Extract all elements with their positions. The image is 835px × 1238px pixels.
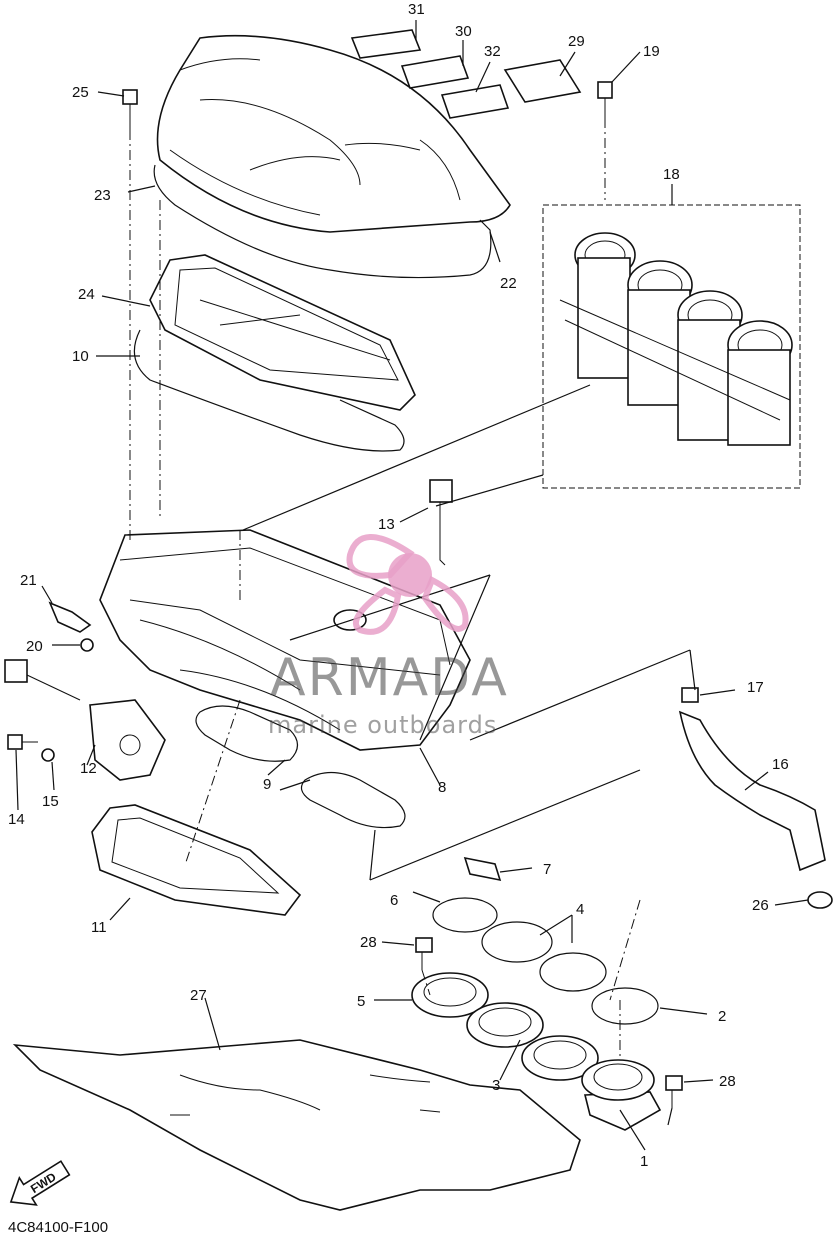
bolt-25 (122, 89, 138, 130)
part-labels: 31 30 32 29 19 25 23 22 18 24 10 13 21 2… (8, 1, 789, 1170)
label-32: 32 (484, 43, 501, 60)
watermark-logo-icon (346, 534, 469, 635)
clip-17 (681, 687, 699, 703)
label-19: 19 (643, 43, 660, 60)
label-8: 8 (438, 779, 446, 796)
servo-motor-12 (4, 659, 166, 781)
clamp-4a (481, 921, 553, 963)
watermark-tagline: marine outboards (268, 711, 497, 739)
heat-shield-27 (12, 1039, 581, 1211)
label-28b: 28 (719, 1073, 736, 1090)
label-27: 27 (190, 987, 207, 1004)
label-16: 16 (772, 756, 789, 773)
clamp-6 (432, 897, 498, 933)
label-1: 1 (640, 1153, 648, 1170)
throttle-bodies (559, 232, 793, 446)
label-14: 14 (8, 811, 25, 828)
label-2: 2 (718, 1008, 726, 1025)
label-7: 7 (543, 861, 551, 878)
clamp-7 (463, 856, 502, 882)
clamp-2 (591, 987, 659, 1025)
label-30: 30 (455, 23, 472, 40)
leader-lines (15, 20, 809, 1151)
drawing-code: 4C84100-F100 (8, 1219, 108, 1236)
label-12: 12 (80, 760, 97, 777)
label-29: 29 (568, 33, 585, 50)
label-10: 10 (72, 348, 89, 365)
bolt-28a (415, 937, 433, 970)
gasket-10 (133, 329, 405, 452)
label-15: 15 (42, 793, 59, 810)
label-31: 31 (408, 1, 425, 18)
label-28a: 28 (360, 934, 377, 951)
label-21: 21 (20, 572, 37, 589)
fwd-arrow-icon: FWD (9, 1160, 71, 1206)
bolt-14 (7, 734, 38, 750)
watermark-brand: ARMADA (270, 648, 509, 708)
bracket-21 (48, 601, 92, 633)
gasket-9b (300, 771, 406, 829)
label-13: 13 (378, 516, 395, 533)
clamp-4b (539, 952, 607, 992)
seal-11 (91, 804, 302, 916)
sensor-13 (429, 479, 453, 566)
intake-joints (411, 972, 662, 1131)
label-24: 24 (78, 286, 95, 303)
washer-15 (41, 748, 55, 762)
label-11: 11 (91, 919, 107, 936)
air-filter-element (149, 254, 416, 411)
hose-16 (678, 710, 826, 872)
label-22: 22 (500, 275, 517, 292)
label-4: 4 (576, 901, 584, 918)
label-6: 6 (390, 892, 398, 909)
label-18: 18 (663, 166, 680, 183)
label-26: 26 (752, 897, 769, 914)
nut-20 (80, 638, 94, 652)
gasket-23 (153, 164, 492, 279)
label-23: 23 (94, 187, 111, 204)
airbox-cover (156, 34, 511, 233)
bolt-28b (665, 1075, 683, 1108)
cap-26 (807, 891, 833, 909)
label-25: 25 (72, 84, 89, 101)
alignment-lines (129, 118, 641, 1060)
bolt-19 (597, 81, 613, 118)
label-17: 17 (747, 679, 764, 696)
gasket-9a (195, 705, 299, 762)
stickers (350, 29, 582, 119)
watermark: ARMADA marine outboards (268, 534, 509, 739)
label-5: 5 (357, 993, 365, 1010)
label-20: 20 (26, 638, 43, 655)
connection-lines (242, 384, 696, 881)
label-9: 9 (263, 776, 271, 793)
label-3: 3 (492, 1077, 500, 1094)
